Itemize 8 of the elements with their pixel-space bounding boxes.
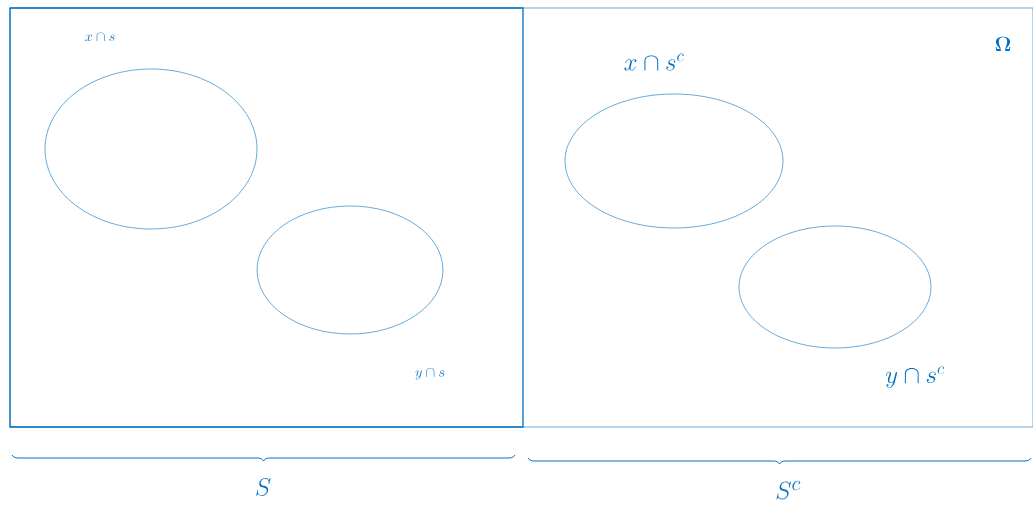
brace-label: $S$ — [256, 478, 271, 496]
set-label: $y \cap s$ — [415, 368, 445, 380]
set-label: $y \cap s^c$ — [885, 366, 945, 388]
set-label: $\Omega$ — [995, 36, 1011, 52]
set-label: $x \cap s$ — [85, 32, 115, 42]
set-rectangle — [9, 7, 524, 428]
brace-label: $S^c$ — [776, 480, 801, 500]
set-label: $x \cap s^c$ — [624, 53, 684, 71]
